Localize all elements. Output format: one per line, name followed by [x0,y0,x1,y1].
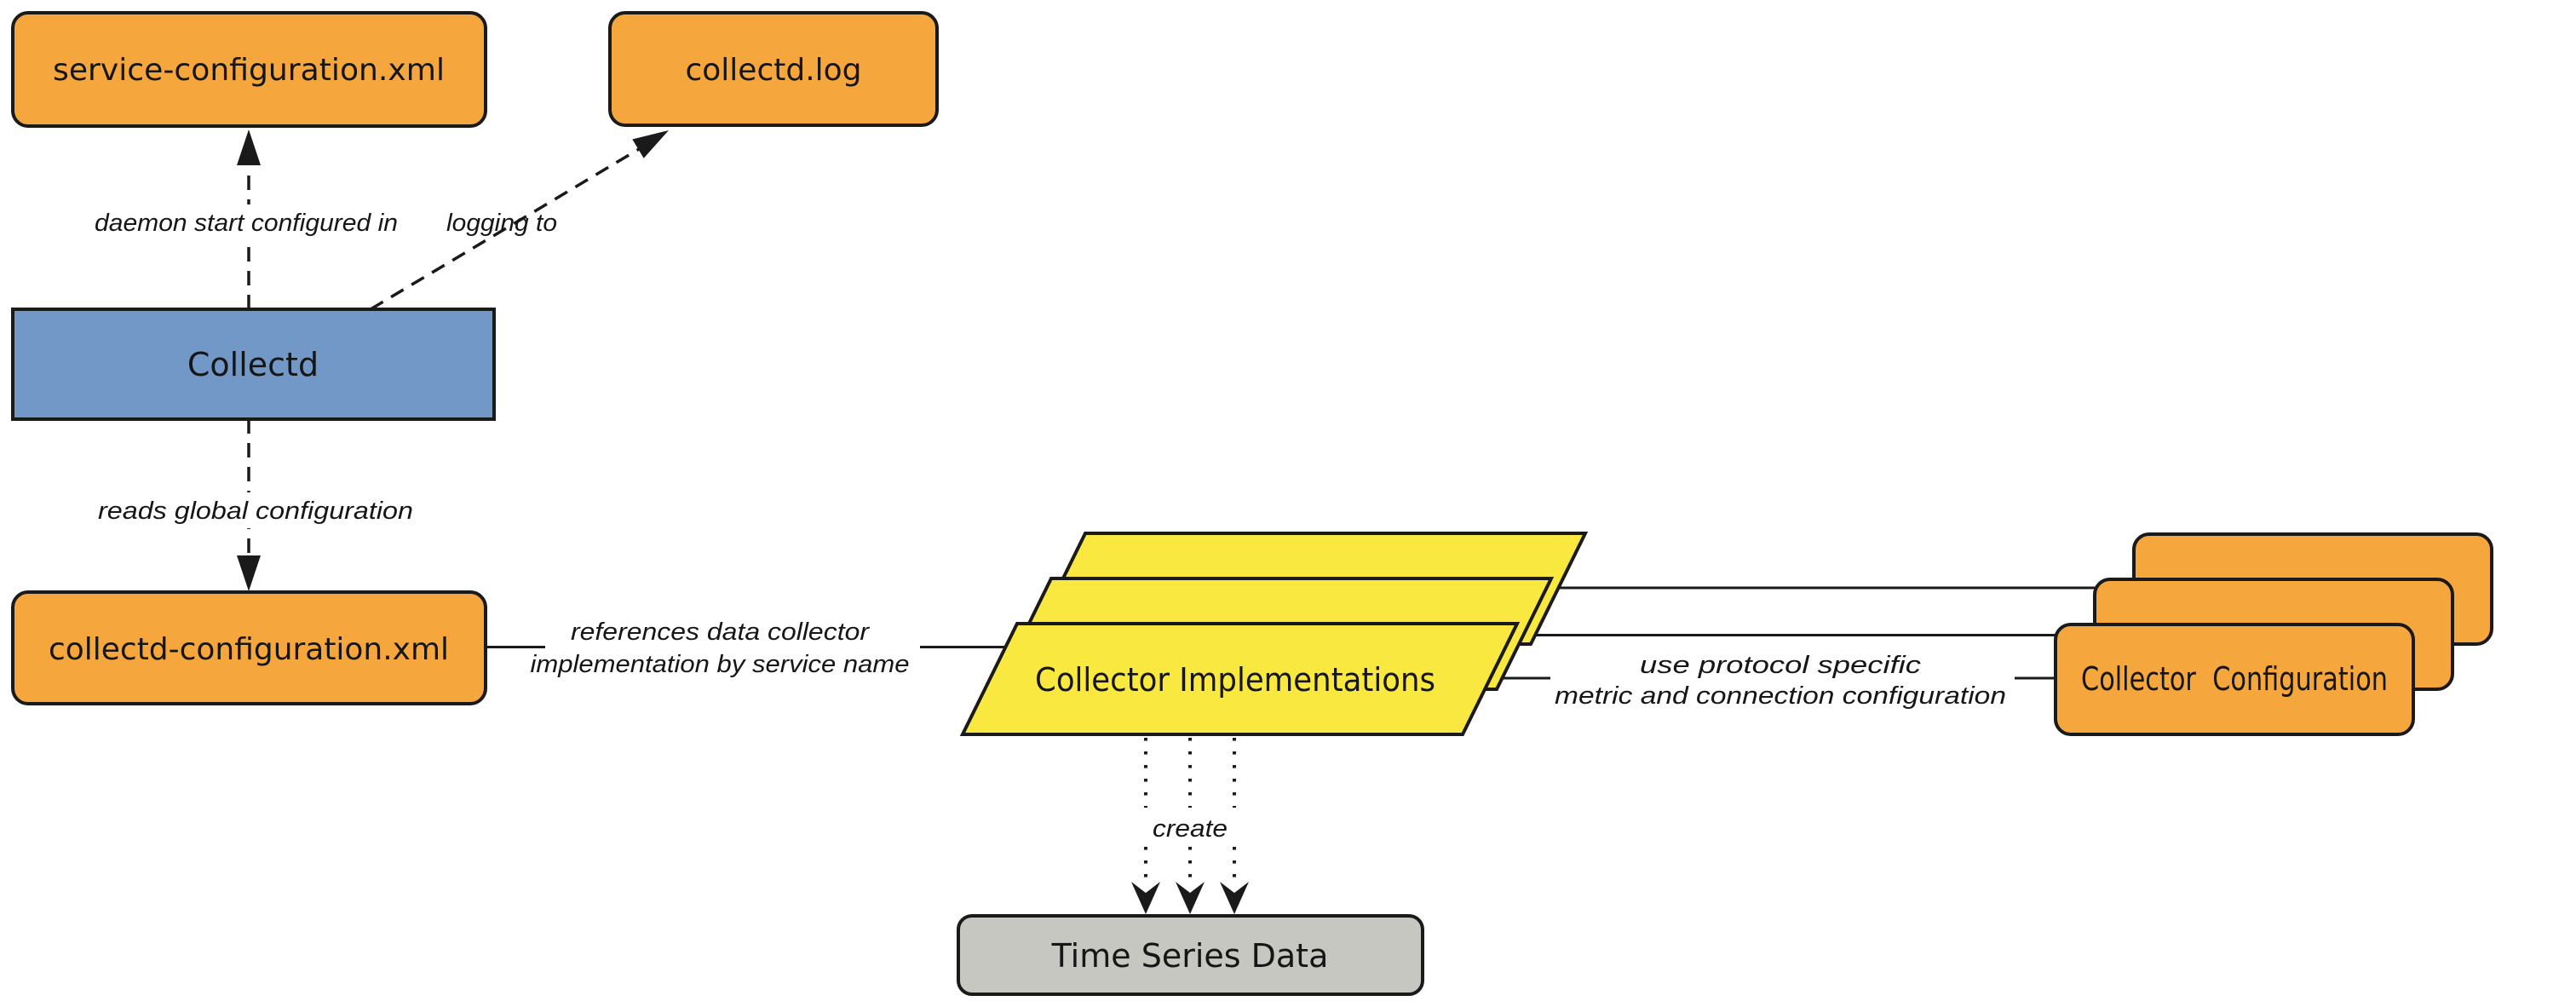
daemon-start-label-mask [94,204,400,240]
collectd-configuration-label: collectd-configuration.xml [49,632,449,667]
collectd-log-label: collectd.log [685,53,861,88]
arrowhead-create-2 [1176,882,1205,914]
use-protocol-label-line1: use protocol specific [1640,652,1922,679]
create-label: create [1153,815,1228,843]
edge-logging-to-line [370,145,644,311]
daemon-start-label: daemon start configured in [95,210,398,237]
collectd-box [11,308,496,421]
collector-implementations-shape-front [959,622,1521,736]
arrowhead-logging-to [632,130,669,158]
arrowhead-create-3 [1220,882,1249,914]
reads-global-label: reads global configuration [98,498,413,525]
collector-implementations-label: Collector Implementations [1035,661,1435,699]
time-series-data-box [957,914,1424,996]
time-series-data-label: Time Series Data [1051,937,1329,975]
logging-to-label: logging to [446,210,557,237]
references-label-line2: implementation by service name [531,651,910,678]
arrowhead-daemon-start [237,129,261,165]
use-protocol-label-line2: metric and connection configuration [1555,682,2006,710]
create-label-mask [1142,808,1238,845]
collectd-label: Collectd [187,346,319,383]
collectd-log-box [608,11,939,127]
collector-configuration-label: Collector Configuration [2081,660,2388,698]
service-configuration-box [11,11,487,128]
arrowhead-reads-global [237,555,261,591]
service-configuration-label: service-configuration.xml [53,53,445,88]
collector-configuration-box-front [2054,623,2415,736]
arrowhead-create-1 [1131,882,1160,914]
reads-global-label-mask [95,492,417,528]
references-label-line1: references data collector [571,619,870,646]
collectd-configuration-box [11,590,487,705]
